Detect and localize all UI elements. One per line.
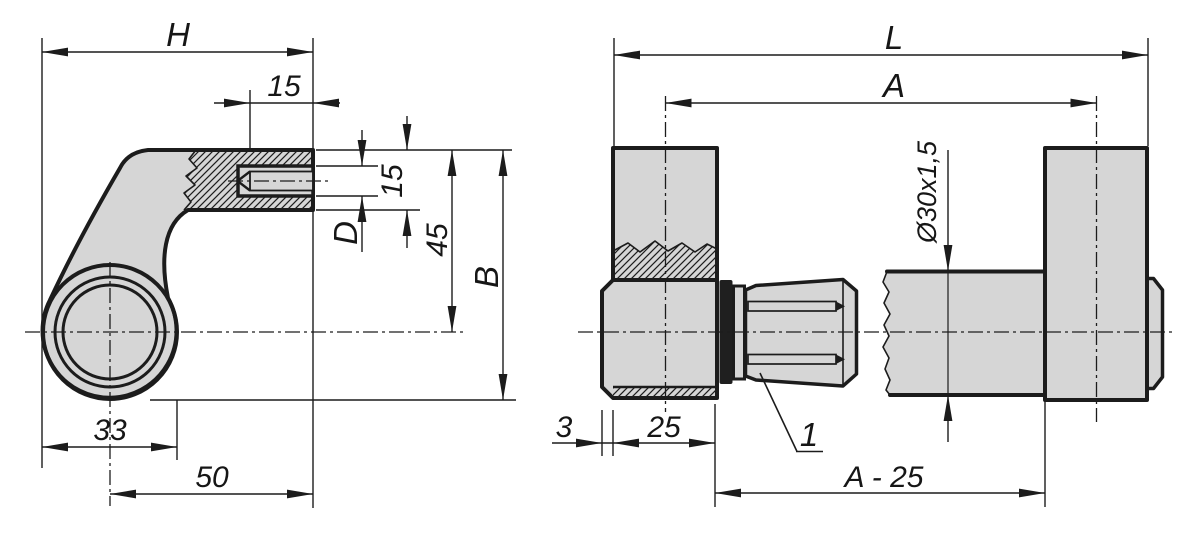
left-leg-break-line — [612, 240, 718, 253]
tube — [883, 271, 1045, 395]
arrowhead — [42, 442, 68, 452]
dim-thread-depth: 15 — [214, 70, 340, 108]
plug-slot-lower-tip — [836, 354, 845, 364]
dim-label-3: 3 — [556, 411, 573, 444]
expander-plug — [743, 277, 859, 388]
arrowhead — [357, 196, 367, 222]
dim-label-L: L — [885, 19, 903, 56]
arrowhead — [224, 98, 250, 108]
arrowhead — [1070, 98, 1097, 108]
dim-center-offset: 50 — [110, 461, 313, 499]
dim-label-50: 50 — [195, 461, 229, 494]
dim-label-tube-spec: Ø30x1,5 — [912, 140, 942, 244]
arrowhead — [1122, 50, 1148, 60]
arrowhead — [943, 245, 953, 271]
dim-label-H: H — [166, 16, 190, 53]
callout-label-1: 1 — [800, 416, 818, 453]
plug-slot-upper-tip — [836, 301, 845, 311]
dim-label-A-25: A - 25 — [843, 461, 924, 494]
arrowhead — [287, 489, 313, 499]
tube-break-line — [882, 271, 891, 396]
arrowhead — [42, 47, 68, 57]
leader-line — [759, 372, 798, 452]
spacer-ring — [719, 280, 733, 384]
dim-label-33: 33 — [93, 414, 127, 447]
dim-ring-diameter: 33 — [42, 414, 177, 452]
arrowhead — [498, 150, 508, 176]
dim-label-15-thickness: 15 — [376, 164, 409, 198]
plug-slot-lower — [747, 353, 837, 365]
dim-thread-diameter: D — [327, 130, 367, 252]
arrowhead — [402, 124, 412, 150]
arrowhead — [402, 210, 412, 236]
arrowhead — [498, 374, 508, 400]
arrowhead — [287, 47, 313, 57]
item-callout-1: 1 — [759, 372, 823, 453]
arrowhead — [110, 489, 136, 499]
dim-overall-width: H — [42, 16, 313, 57]
arrowhead — [715, 488, 741, 498]
plug-slot-upper — [747, 300, 837, 312]
arrowhead — [614, 50, 640, 60]
arrowhead — [447, 150, 457, 176]
left-hub — [600, 278, 719, 400]
right-hub — [1145, 276, 1165, 391]
arrowhead — [313, 98, 339, 108]
arrowhead — [576, 438, 602, 448]
right-view: L A Ø30x1,5 3 25 — [552, 19, 1172, 507]
dim-label-25: 25 — [646, 411, 681, 444]
arrowhead — [447, 306, 457, 332]
arrowhead — [689, 438, 715, 448]
arrowhead — [1019, 488, 1045, 498]
arrowhead — [151, 442, 177, 452]
dim-label-A: A — [881, 67, 905, 104]
dim-tube-length: A - 25 — [715, 461, 1045, 498]
arrowhead — [613, 438, 639, 448]
dim-overall-height: B — [468, 150, 508, 400]
arrowhead — [943, 395, 953, 421]
dim-center-distance: A — [665, 67, 1097, 108]
dim-overall-length: L — [614, 19, 1148, 60]
dim-arm-thickness: 15 — [376, 116, 412, 248]
dim-center-height: 45 — [421, 150, 457, 332]
arm-break-line — [183, 149, 198, 211]
arrowhead — [665, 98, 692, 108]
left-view: H 15 D 15 45 — [25, 16, 516, 508]
dim-label-45: 45 — [421, 223, 454, 257]
dim-label-D: D — [327, 221, 364, 245]
dim-hub-protrusion-and-depth: 3 25 — [552, 411, 715, 448]
dim-label-15-depth: 15 — [267, 70, 301, 103]
dim-tube-spec: Ø30x1,5 — [912, 140, 953, 442]
dim-label-B: B — [468, 266, 505, 288]
arrowhead — [357, 140, 367, 166]
